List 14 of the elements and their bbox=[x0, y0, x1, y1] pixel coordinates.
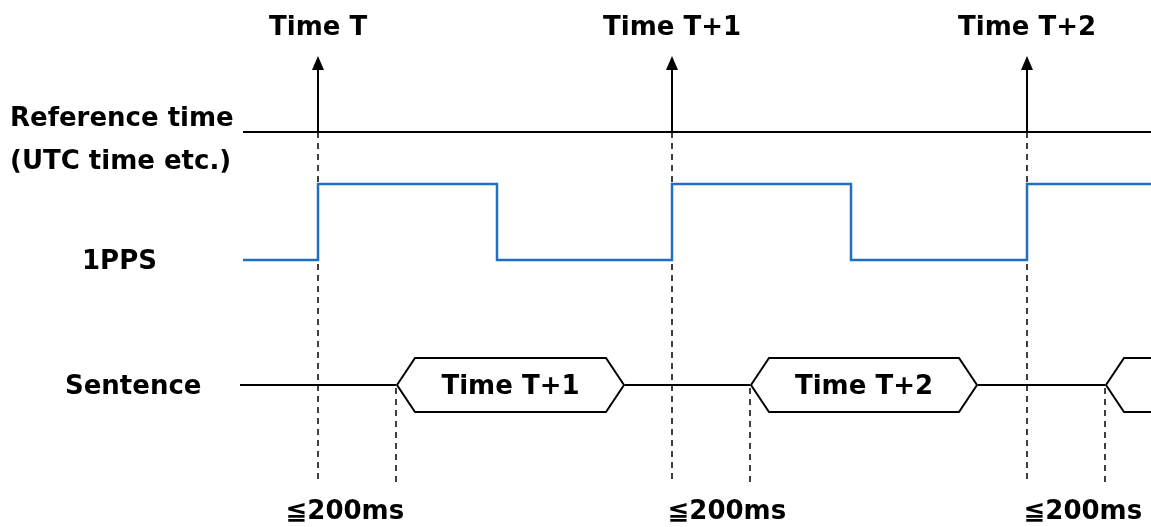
timing-note: ≦200ms bbox=[285, 494, 405, 526]
time-label: Time T bbox=[269, 10, 368, 42]
timing-note: ≦200ms bbox=[1023, 494, 1143, 526]
signal-label: Reference time (UTC time etc.) bbox=[10, 101, 235, 177]
data-frame-hexagon bbox=[1105, 357, 1151, 413]
timing-note: ≦200ms bbox=[667, 494, 787, 526]
frame-label: Time T+2 bbox=[793, 369, 934, 402]
signal-label: 1PPS bbox=[82, 244, 157, 276]
frame-label: Time T+1 bbox=[440, 369, 581, 402]
time-label: Time T+2 bbox=[958, 10, 1097, 42]
data-frame-hexagon bbox=[750, 357, 978, 413]
time-label: Time T+1 bbox=[603, 10, 742, 42]
data-frame-hexagon bbox=[396, 357, 625, 413]
signal-label: Sentence bbox=[65, 369, 202, 401]
